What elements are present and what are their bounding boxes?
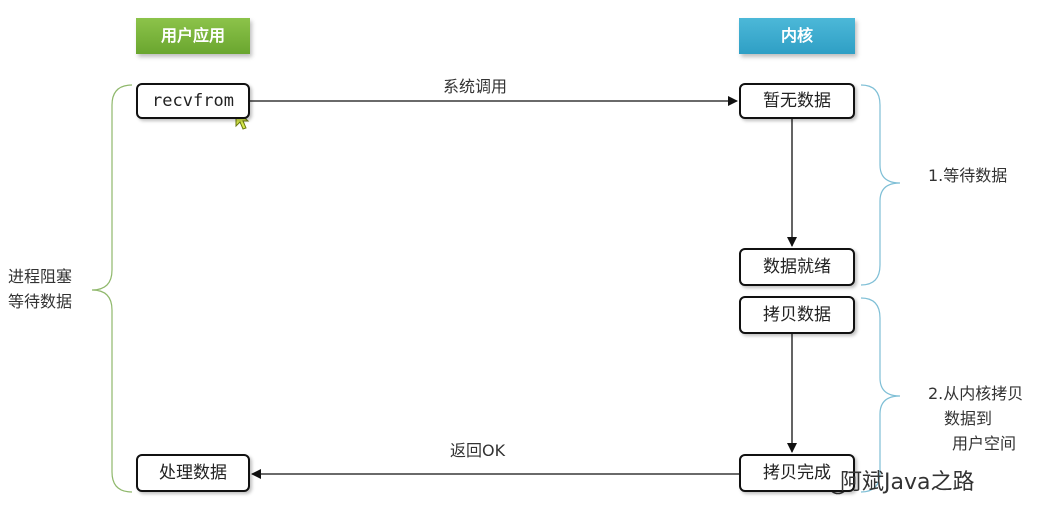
- right-brace-2: [860, 297, 901, 493]
- blocked-note-line-2: 等待数据: [8, 292, 73, 311]
- user-app-header: 用户应用: [136, 18, 250, 54]
- copy-data-box: 拷贝数据: [739, 296, 855, 334]
- step2-line-2: 数据到: [944, 409, 993, 428]
- right-brace-1: [860, 84, 901, 286]
- step2-line-3: 用户空间: [952, 434, 1017, 453]
- no-data-box: 暂无数据: [739, 83, 855, 119]
- left-brace: [91, 84, 133, 493]
- kernel-header: 内核: [739, 18, 855, 54]
- watermark-text: 阿斌Java之路: [840, 470, 975, 495]
- step1-label: 1.等待数据: [928, 166, 1008, 185]
- copy-done-box: 拷贝完成: [739, 454, 855, 492]
- step2-label: 2.从内核拷贝 数据到 用户空间: [928, 381, 1023, 456]
- return-ok-label: 返回OK: [450, 441, 506, 460]
- step2-line-1: 2.从内核拷贝: [928, 384, 1024, 403]
- recvfrom-box: recvfrom: [136, 83, 250, 119]
- blocked-note-line-1: 进程阻塞: [8, 267, 73, 286]
- syscall-label: 系统调用: [443, 77, 508, 96]
- process-data-box: 处理数据: [136, 454, 250, 492]
- blocked-note: 进程阻塞 等待数据: [8, 264, 72, 314]
- data-ready-box: 数据就绪: [739, 248, 855, 286]
